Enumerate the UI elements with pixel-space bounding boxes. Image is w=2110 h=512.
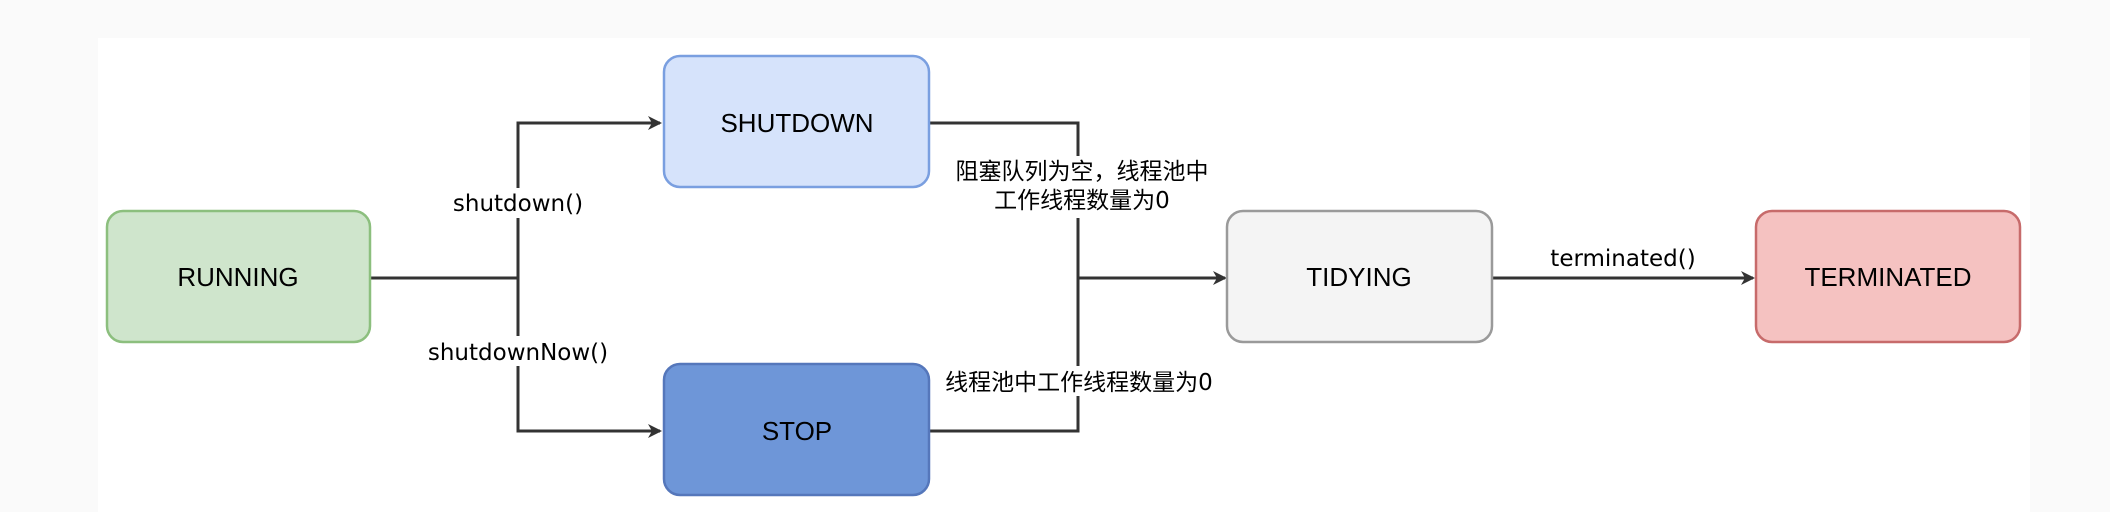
label-shutdown-now-call: shutdownNow() xyxy=(428,340,608,366)
node-tidying[interactable]: TIDYING xyxy=(1225,209,1494,344)
node-terminated-box[interactable] xyxy=(1754,209,2022,344)
label-shutdown-condition-line1: 阻塞队列为空，线程池中 xyxy=(956,159,1209,185)
edge-shutdown-to-join xyxy=(929,121,1080,278)
edge-running-to-stop xyxy=(516,278,662,438)
node-shutdown[interactable]: SHUTDOWN xyxy=(662,54,931,189)
node-stop-label: STOP xyxy=(762,416,832,446)
node-tidying-label: TIDYING xyxy=(1306,262,1411,292)
node-stop-box[interactable] xyxy=(662,362,931,497)
nodes-group: RUNNING SHUTDOWN STOP TIDYING TERMINATED xyxy=(105,54,2022,497)
node-running-label: RUNNING xyxy=(177,262,298,292)
node-terminated-label: TERMINATED xyxy=(1804,262,1971,292)
edge-running-to-shutdown xyxy=(516,116,662,278)
canvas-panel xyxy=(98,38,2030,512)
edge-labels-group: shutdown() shutdownNow() 阻塞队列为空，线程池中 工作线… xyxy=(428,156,1701,396)
label-stop-condition: 线程池中工作线程数量为0 xyxy=(945,370,1213,396)
node-running[interactable]: RUNNING xyxy=(105,209,372,344)
edges-group xyxy=(370,116,1755,438)
node-shutdown-box[interactable] xyxy=(662,54,931,189)
edge-stop-to-join xyxy=(929,278,1080,433)
label-terminated-call: terminated() xyxy=(1550,246,1695,272)
label-shutdown-condition-line2: 工作线程数量为0 xyxy=(994,188,1170,214)
node-tidying-box[interactable] xyxy=(1225,209,1494,344)
node-terminated[interactable]: TERMINATED xyxy=(1754,209,2022,344)
node-running-box[interactable] xyxy=(105,209,372,344)
label-shutdown-call: shutdown() xyxy=(453,191,583,217)
node-shutdown-label: SHUTDOWN xyxy=(720,108,873,138)
node-stop[interactable]: STOP xyxy=(662,362,931,497)
